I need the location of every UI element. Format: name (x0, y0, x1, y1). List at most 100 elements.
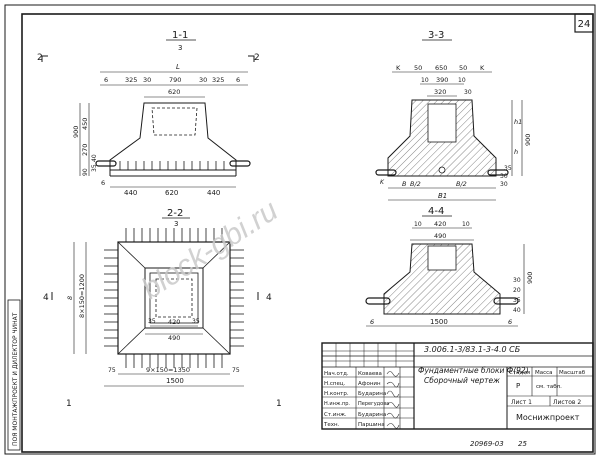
dim-44-right-40: 40 (513, 307, 521, 314)
label-35: 35 (504, 165, 512, 172)
dim-bottom1: 9×150=1350 (146, 366, 190, 374)
name-2: Бударина (358, 391, 386, 397)
role-5: Техн. (323, 422, 340, 428)
label-h1: h1 (514, 118, 522, 126)
section-2-2-title: 2-2 (167, 208, 183, 219)
role-4: Ст.инж. (324, 412, 347, 418)
dim-bottom-left: 6 (101, 179, 105, 187)
dim-top-2: 30 (143, 76, 151, 84)
label-B: B (402, 180, 407, 188)
role-2: Н.контр. (324, 391, 349, 397)
mass-value: см. табл. (536, 384, 562, 390)
hdr-stage: Стадия (509, 370, 530, 376)
dim-left-vert: 8 (66, 296, 74, 300)
section-1-1: 1-1 3 2 2 L 6 325 30 790 30 325 6 620 (37, 30, 260, 197)
name-0: Коваева (358, 371, 382, 377)
dim-small2: 35 (192, 318, 200, 325)
dim-corner2: 75 (232, 367, 240, 374)
doc-name-1: Фундаментные блоки Ф(92) (418, 366, 529, 375)
dim-33-d: 320 (434, 88, 446, 96)
dim-top-1: 325 (125, 76, 137, 84)
name-3: Перегудова (358, 401, 389, 407)
side-strip (7, 299, 21, 451)
dim-44-right-900: 900 (526, 272, 534, 284)
dim-33-a: 10 (421, 77, 429, 84)
dim-44-right-30: 30 (513, 277, 521, 284)
doc-code: 3.006.1-3/83.1-3-4.0 СБ (424, 345, 521, 354)
section-4-4-title: 4-4 (428, 206, 444, 217)
role-0: Нач.отд. (324, 371, 349, 377)
name-5: Паршина (358, 422, 385, 428)
dim-44-right-35: 35 (513, 297, 521, 304)
page-number-box (574, 13, 594, 33)
dim-33-right-900: 900 (524, 134, 532, 146)
org-name: Моснижпроект (516, 413, 580, 422)
dim-44-bottom-1: 1500 (430, 318, 448, 326)
dim-33-b: 390 (436, 76, 448, 84)
hdr-scale: Масштаб (559, 370, 586, 376)
dim-h6: 40 (91, 154, 98, 162)
cut-marker-1-br: 1 (276, 399, 282, 409)
sheet-outer-frame (4, 4, 596, 455)
dim-33-top-4: K (480, 64, 485, 72)
dim-inner1: 420 (168, 318, 180, 326)
label-B2-left: B/2 (410, 180, 421, 188)
section-1-1-title: 1-1 (172, 30, 188, 41)
dim-44-top-2: 10 (462, 221, 470, 228)
cut-marker-2-right: 2 (254, 53, 260, 63)
dim-bottom-1: 620 (165, 189, 178, 197)
dim-bottom-0: 440 (124, 189, 137, 197)
dim-corner1: 75 (108, 367, 116, 374)
dim-h4: 90 (82, 168, 89, 176)
signatures (386, 371, 400, 429)
doc-name-2: Сборочный чертеж (424, 376, 500, 385)
name-1: Афонин (358, 381, 381, 387)
section-3-3-title: 3-3 (428, 30, 444, 41)
dim-44-top-3: 490 (434, 232, 446, 240)
dim-top-0: 6 (104, 76, 108, 84)
footer-page: 25 (518, 440, 527, 448)
role-1: Н.спец. (324, 381, 346, 387)
dim-h1: 450 (81, 118, 89, 130)
section-4-4: 4-4 10 420 10 490 900 30 20 35 40 6 1500… (365, 206, 534, 327)
dim-top-5: 325 (212, 76, 224, 84)
dim-top-6: 6 (236, 76, 240, 84)
label-30a: 30 (500, 173, 508, 180)
dim-33-top-1: 50 (414, 64, 422, 72)
stage-value: Р (516, 382, 520, 390)
footer-code: 20969-03 (470, 440, 504, 448)
label-B2-right: B/2 (456, 180, 467, 188)
section-3-3: 3-3 K 50 650 50 K 10 390 10 320 30 900 h… (375, 30, 532, 201)
title-block: 3.006.1-3/83.1-3-4.0 СБ Фундаментные бло… (321, 342, 594, 430)
cut-marker-4-right: 4 (266, 293, 272, 303)
dim-33-top-3: 50 (459, 64, 467, 72)
dim-bottom-2: 440 (207, 189, 220, 197)
section-2-2: 2-2 3 4 4 1 1 (43, 208, 282, 409)
dim-h5: 35 (91, 164, 98, 172)
dim-44-top-0: 10 (414, 221, 422, 228)
dim-h2: 270 (81, 144, 89, 156)
hdr-mass: Масса (535, 370, 553, 376)
dim-44-top-1: 420 (434, 220, 446, 228)
dim-bottom-total: 1500 (166, 377, 184, 385)
dim-inner-620: 620 (168, 88, 180, 96)
dim-top-3: 790 (169, 76, 181, 84)
side-label: ПОЯ МОНТАЖПРОЕКТ И ДИЛЕКТОР ЧИНАТ (12, 312, 19, 446)
section-2-2-ref: 3 (174, 220, 178, 228)
sheets-label: Листов 2 (553, 399, 581, 406)
cut-marker-4-left: 4 (43, 293, 49, 303)
name-4: Бударина (358, 412, 386, 418)
dim-33-top-0: K (396, 64, 401, 72)
dim-small1: 35 (148, 318, 156, 325)
dim-top-4: 30 (199, 76, 207, 84)
sheet-label: Лист 1 (511, 399, 532, 406)
label-K: K (380, 179, 385, 186)
cut-marker-1-bl: 1 (66, 399, 72, 409)
role-3: Н.инж.пр. (324, 401, 350, 407)
page-number: 24 (578, 19, 591, 30)
dim-44-bottom-0: 6 (370, 318, 374, 326)
dim-left-vert2: 8×150=1200 (78, 274, 86, 318)
dim-L: L (176, 63, 180, 71)
label-h: h (514, 148, 518, 156)
